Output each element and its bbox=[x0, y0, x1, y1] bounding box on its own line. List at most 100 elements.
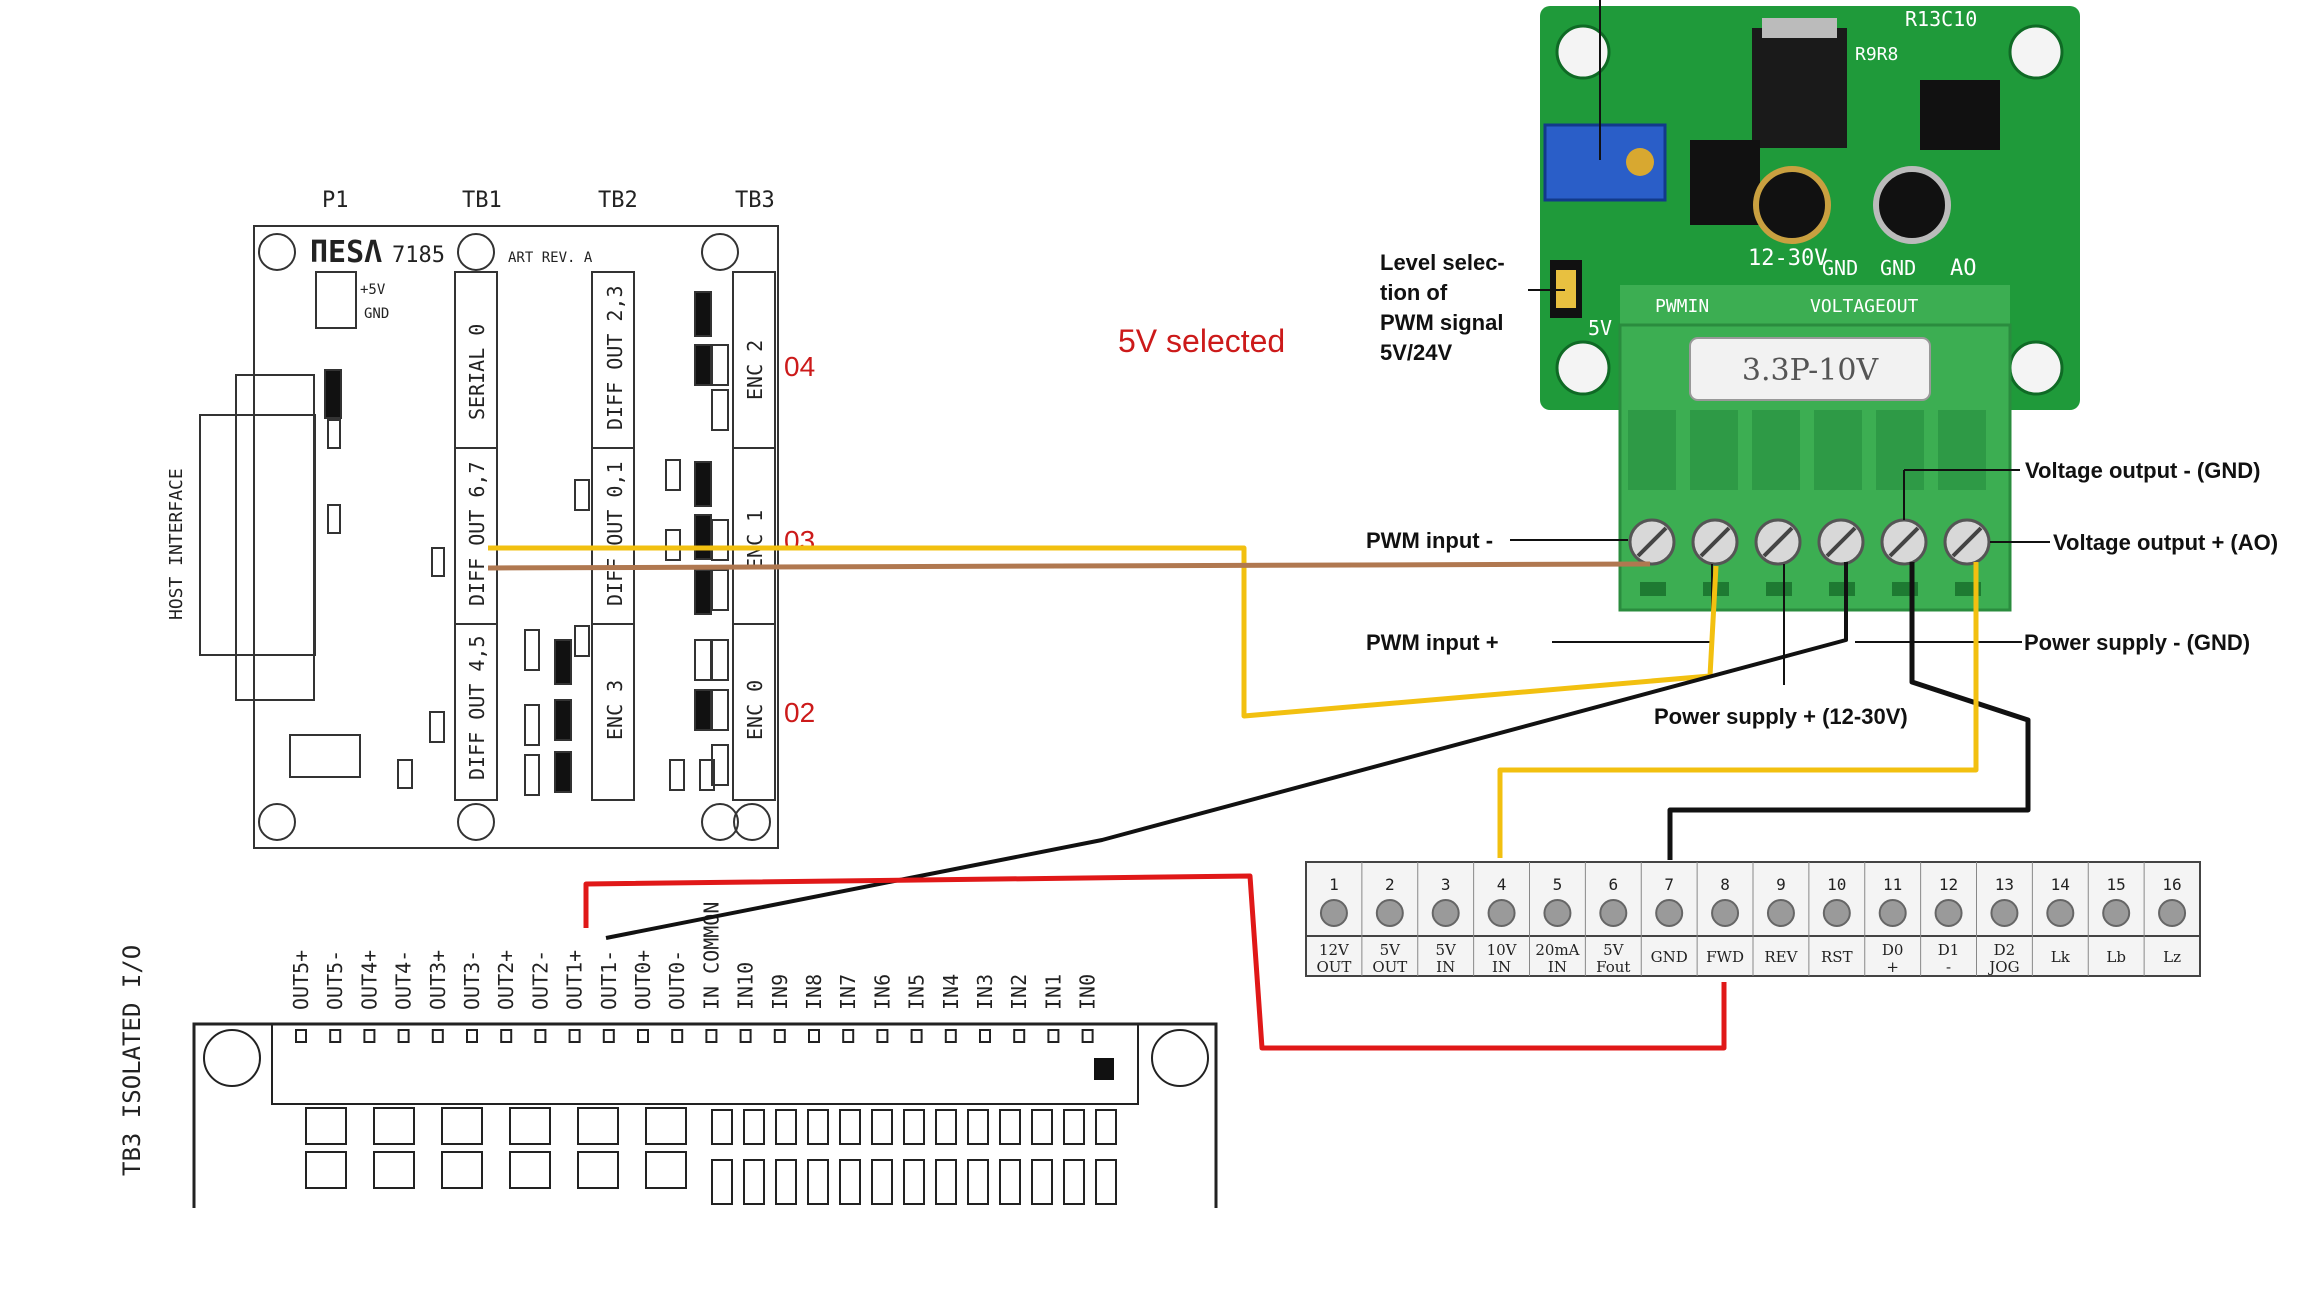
vfd-terminal-number: 16 bbox=[2162, 875, 2181, 894]
tb3-resistor bbox=[775, 1159, 797, 1205]
tb3-pin-pad bbox=[842, 1029, 855, 1043]
mount-hole bbox=[701, 803, 739, 841]
tb3-resistor bbox=[871, 1159, 893, 1205]
module-hole bbox=[2008, 340, 2064, 396]
silk-left: R9R8 bbox=[1855, 44, 1898, 65]
tb3-pin-pad bbox=[773, 1029, 786, 1043]
label-p1: P1 bbox=[322, 188, 349, 213]
tb2-block-2: ENC 3 bbox=[603, 680, 627, 740]
mesa-logo: ΠESΛ bbox=[310, 235, 382, 270]
screw-slot bbox=[1825, 526, 1857, 558]
tb3-resistor bbox=[999, 1109, 1021, 1145]
model-badge-text: 3.3P-10V bbox=[1742, 353, 1880, 388]
screw-slot bbox=[1951, 526, 1983, 558]
module-hole bbox=[1555, 24, 1611, 80]
vfd-terminal-screw bbox=[1543, 899, 1572, 927]
potentiometer-screw bbox=[1626, 148, 1654, 176]
tb3-resistor bbox=[935, 1109, 957, 1145]
mount-hole bbox=[733, 803, 771, 841]
silk-top: R13C10 bbox=[1905, 7, 1977, 31]
label-tb3: TB3 bbox=[735, 188, 775, 213]
tb3-optocoupler bbox=[509, 1107, 551, 1145]
mount-hole bbox=[701, 233, 739, 271]
tb3-pin-label: IN10 bbox=[734, 962, 758, 1010]
tb3-optocoupler bbox=[441, 1107, 483, 1145]
vfd-terminal-number: 12 bbox=[1939, 875, 1958, 894]
vfd-terminal-label: Lk bbox=[2051, 948, 2071, 966]
vfd-terminal-number: 7 bbox=[1664, 875, 1674, 894]
tb3-pin-label: IN4 bbox=[939, 974, 963, 1010]
tb3-pin-pad bbox=[944, 1029, 957, 1043]
wire-yellow-vout bbox=[1497, 562, 1979, 858]
tb3-pin-label: OUT1- bbox=[597, 950, 621, 1010]
tb3-pin-pad bbox=[295, 1029, 307, 1043]
tb3-io-title: TB3 ISOLATED I/O bbox=[118, 945, 146, 1176]
tb3-pin-label: OUT2+ bbox=[494, 950, 518, 1010]
tb3-optocoupler bbox=[441, 1151, 483, 1189]
tb3-resistor bbox=[903, 1109, 925, 1145]
vfd-terminal-label: FWD bbox=[1706, 948, 1744, 966]
vfd-terminal-number: 11 bbox=[1883, 875, 1902, 894]
tb3-resistor bbox=[1095, 1109, 1117, 1145]
vfd-terminal-number: 13 bbox=[1995, 875, 2014, 894]
tb3-pin-label: OUT1+ bbox=[563, 950, 587, 1010]
tb3-black-pad bbox=[1094, 1058, 1114, 1080]
tb3-resistor bbox=[967, 1159, 989, 1205]
tb3-resistor bbox=[711, 1159, 733, 1205]
vfd-terminal-screw bbox=[2046, 899, 2075, 927]
tb3-pin-label: IN7 bbox=[836, 974, 860, 1010]
tb3-pin-pad bbox=[568, 1029, 581, 1043]
vfd-terminal-label: D1 bbox=[1938, 941, 1960, 959]
vfd-terminal-screw bbox=[1711, 899, 1740, 927]
label-tb2: TB2 bbox=[598, 188, 638, 213]
marker-02: 02 bbox=[784, 697, 815, 728]
vfd-terminal-number: 5 bbox=[1553, 875, 1563, 894]
tb3-pin-pad bbox=[808, 1029, 820, 1043]
tb3-pin-pad bbox=[1047, 1029, 1060, 1043]
marker-03: 03 bbox=[784, 525, 815, 556]
vfd-terminal-screw bbox=[1822, 899, 1851, 927]
vfd-terminal-label-sub: OUT bbox=[1372, 958, 1407, 976]
mesa-model: 7185 bbox=[392, 243, 445, 268]
screw-slot bbox=[1888, 526, 1920, 558]
vfd-terminal-label-sub: IN bbox=[1492, 958, 1511, 976]
tb3-pin-label: IN3 bbox=[973, 974, 997, 1010]
level-note-line-3: PWM signal bbox=[1380, 310, 1503, 335]
tb3-resistor bbox=[1063, 1109, 1085, 1145]
tb3-board-outline bbox=[192, 1022, 1218, 1208]
mount-hole bbox=[258, 233, 296, 271]
tb3-pin-label: IN5 bbox=[905, 974, 929, 1010]
tb3-resistor bbox=[839, 1109, 861, 1145]
component-footprints bbox=[324, 291, 729, 796]
vfd-terminal-label-sub: IN bbox=[1436, 958, 1455, 976]
tb3-pin-pad bbox=[876, 1029, 889, 1043]
tb3-optocoupler bbox=[577, 1107, 619, 1145]
tb3-resistor bbox=[999, 1159, 1021, 1205]
tb3-resistor bbox=[967, 1109, 989, 1145]
tb1-block-2: DIFF OUT 4,5 bbox=[465, 636, 489, 781]
tb3-component-row bbox=[305, 1107, 1117, 1205]
vfd-terminal-screw bbox=[1375, 899, 1404, 927]
module-hole bbox=[1555, 340, 1611, 396]
tb3-resistor bbox=[775, 1109, 797, 1145]
vfd-terminal-screw bbox=[1766, 899, 1795, 927]
tb3-optocoupler bbox=[373, 1107, 415, 1145]
vfd-terminal-screw bbox=[1990, 899, 2019, 927]
vfd-terminal-number: 1 bbox=[1329, 875, 1339, 894]
tb3-block-0: ENC 2 bbox=[743, 340, 767, 400]
vfd-terminal-label: D2 bbox=[1994, 941, 2016, 959]
tb3-pin-pad bbox=[671, 1029, 684, 1043]
tb2-block-0: DIFF OUT 2,3 bbox=[603, 286, 627, 431]
jumper-cap bbox=[1556, 270, 1576, 308]
vfd-terminal-number: 3 bbox=[1441, 875, 1451, 894]
vfd-terminal-label: GND bbox=[1651, 948, 1688, 966]
tb3-header bbox=[271, 1023, 1139, 1105]
tb3-pin-label: IN2 bbox=[1007, 974, 1031, 1010]
tb3-pin-label: OUT4+ bbox=[357, 950, 381, 1010]
tb3-resistor bbox=[903, 1159, 925, 1205]
vfd-terminal-number: 10 bbox=[1827, 875, 1846, 894]
vfd-terminal-screw bbox=[1431, 899, 1460, 927]
tb3-pin-label: IN0 bbox=[1076, 974, 1100, 1010]
tb3-mount-hole bbox=[1151, 1029, 1209, 1087]
